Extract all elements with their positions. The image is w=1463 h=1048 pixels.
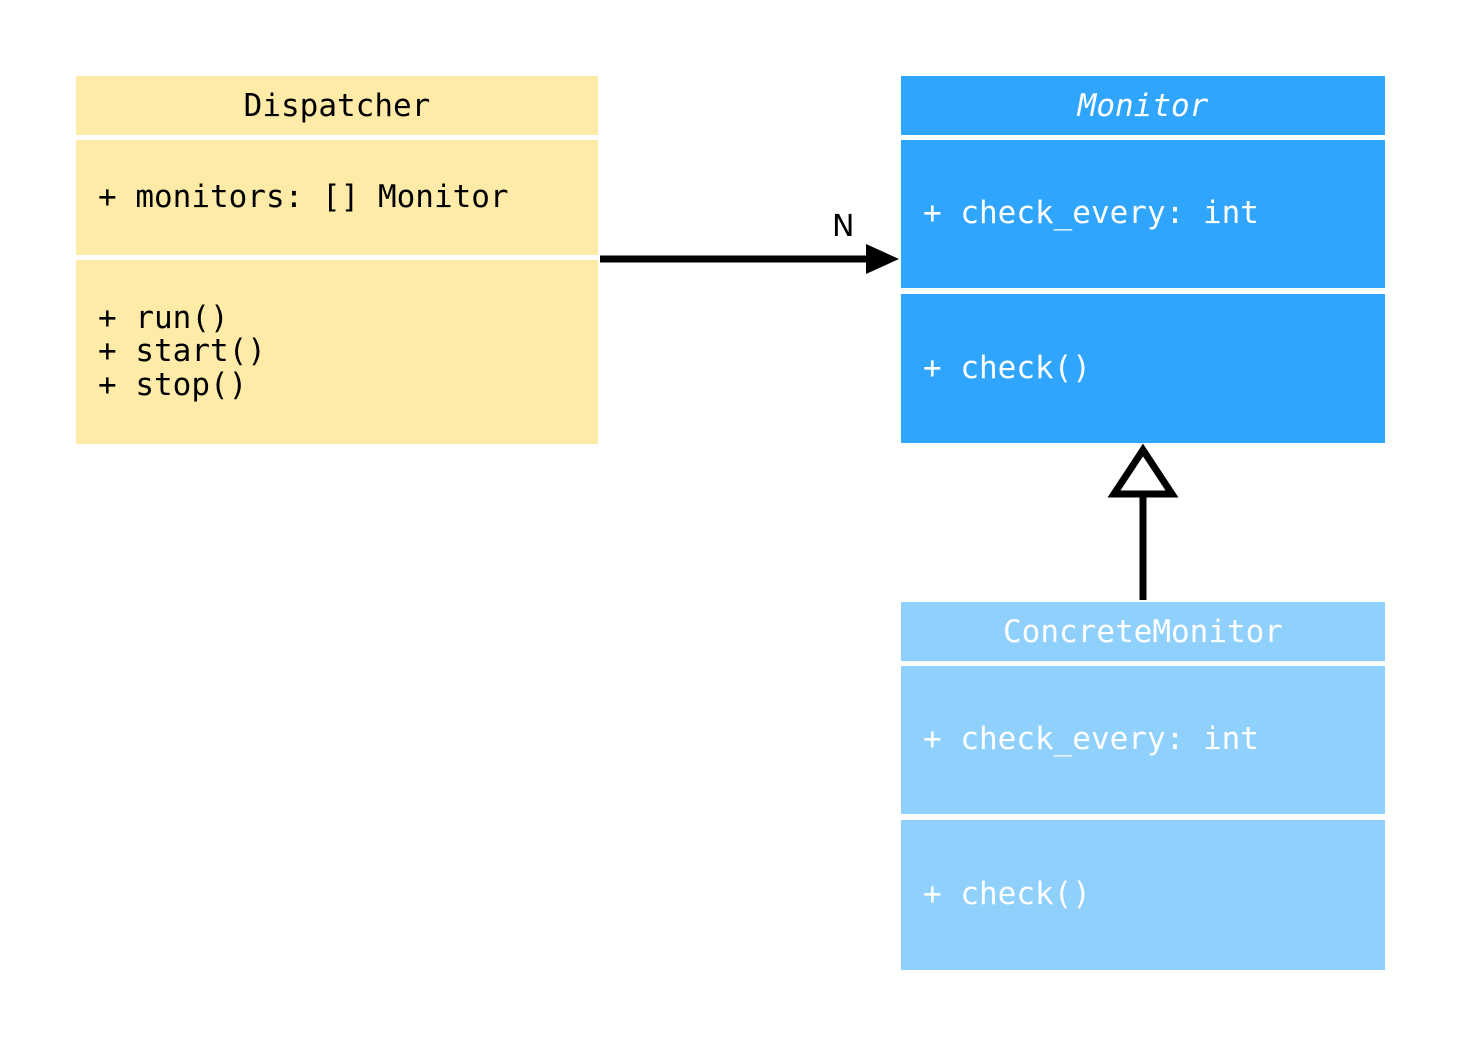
class-separator	[76, 255, 598, 260]
attribute-row: + monitors: [] Monitor	[98, 178, 509, 215]
attribute-row: + check_every: int	[923, 195, 1259, 232]
class-separator	[901, 814, 1385, 820]
class-attributes-monitor: + check_every: int	[901, 140, 1385, 288]
class-attributes-dispatcher: + monitors: [] Monitor	[76, 140, 598, 255]
method-row: + start()	[98, 333, 266, 370]
class-methods-dispatcher: + run() + start() + stop()	[76, 260, 598, 444]
association-multiplicity-label: N	[832, 209, 855, 244]
filled-arrowhead-icon	[866, 244, 899, 274]
class-title-monitor: Monitor	[901, 76, 1385, 135]
class-methods-monitor: + check()	[901, 294, 1385, 443]
attribute-row: + check_every: int	[923, 721, 1259, 758]
hollow-triangle-arrowhead-icon	[1107, 443, 1179, 498]
uml-class-monitor[interactable]: Monitor + check_every: int + check()	[901, 76, 1385, 443]
method-row: + check()	[923, 876, 1091, 913]
class-separator	[901, 288, 1385, 294]
method-row: + check()	[923, 349, 1091, 386]
class-separator	[901, 661, 1385, 666]
uml-class-dispatcher[interactable]: Dispatcher + monitors: [] Monitor + run(…	[76, 76, 598, 444]
class-separator	[901, 135, 1385, 140]
generalization-concretemonitor-monitor	[1107, 443, 1179, 600]
class-title-concretemonitor: ConcreteMonitor	[901, 602, 1385, 661]
association-dispatcher-monitor	[600, 244, 899, 274]
class-attributes-concretemonitor: + check_every: int	[901, 666, 1385, 814]
class-title-dispatcher: Dispatcher	[76, 76, 598, 135]
class-separator	[76, 135, 598, 140]
method-row: + stop()	[98, 366, 248, 403]
class-methods-concretemonitor: + check()	[901, 820, 1385, 970]
uml-class-concretemonitor[interactable]: ConcreteMonitor + check_every: int + che…	[901, 602, 1385, 970]
method-row: + run()	[98, 299, 229, 336]
